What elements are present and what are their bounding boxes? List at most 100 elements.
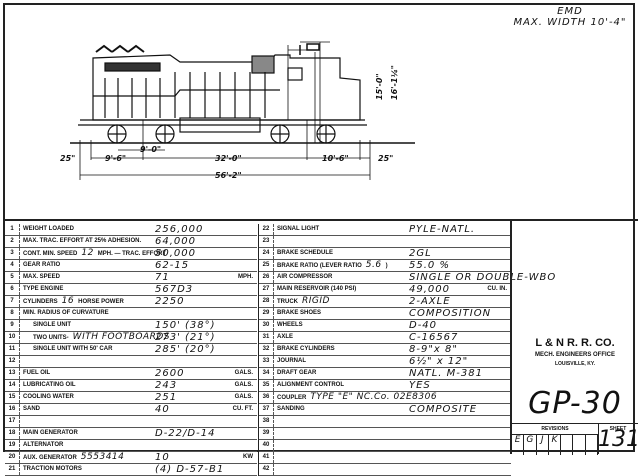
spec-unit: GALS. (234, 382, 253, 388)
row-number: 4 (5, 260, 20, 271)
row-number: 17 (5, 416, 20, 427)
row-number: 25 (259, 260, 274, 271)
spec-row: 12 (5, 356, 257, 368)
spec-unit: GALS. (234, 394, 253, 400)
spec-label-group: SINGLE UNIT WITH 50' CAR (23, 344, 112, 355)
spec-handwritten-note: TYPE "E" NC.Co. 02E8306 (310, 392, 438, 402)
spec-value: PYLE-NATL. (409, 224, 476, 235)
row-number: 22 (259, 224, 274, 235)
spec-label: SIGNAL LIGHT (277, 226, 320, 232)
spec-value: NATL. M-381 (409, 368, 483, 379)
row-number: 9 (5, 320, 20, 331)
row-number: 41 (259, 452, 274, 463)
spec-label-suffix: ) (385, 263, 388, 269)
row-number: 32 (259, 344, 274, 355)
spec-label: SINGLE UNIT WITH 50' CAR (23, 346, 113, 352)
office-name: MECH. ENGINEERS OFFICE (534, 352, 615, 358)
row-number: 34 (259, 368, 274, 379)
row-number: 40 (259, 440, 274, 451)
spec-handwritten-note: RIGID (302, 296, 330, 306)
spec-value: 64,000 (155, 236, 196, 247)
spec-label: TRUCK (277, 299, 298, 305)
spec-label-group: TYPE ENGINE (23, 284, 63, 295)
spec-label-group: DRAFT GEAR (277, 368, 316, 379)
row-number: 3 (5, 248, 20, 259)
spec-label-suffix: HORSE POWER (78, 299, 124, 305)
spec-label: MAIN GENERATOR (23, 430, 78, 436)
row-number: 13 (5, 368, 20, 379)
spec-label-group: WEIGHT LOADED (23, 224, 74, 235)
row-number: 7 (5, 296, 20, 307)
row-number: 33 (259, 356, 274, 367)
spec-label: COOLING WATER (23, 394, 74, 400)
spec-handwritten-note: 12 (81, 248, 94, 258)
spec-label: SANDING (277, 406, 305, 412)
spec-label-suffix: MPH. — TRAC. EFFORT (97, 251, 167, 257)
row-number: 38 (259, 416, 274, 427)
spec-value: 2GL (409, 248, 432, 259)
dim-truck-centers: 32'-0" (215, 154, 242, 163)
spec-label: WEIGHT LOADED (23, 226, 74, 232)
dim-overhang-left: 25" (60, 154, 75, 163)
spec-row: 23 (259, 236, 511, 248)
spec-label: ALTERNATOR (23, 442, 64, 448)
model-designation: GP-30 (528, 386, 622, 421)
spec-label: BRAKE CYLINDERS (277, 346, 335, 352)
spec-value: D-22/D-14 (155, 428, 216, 439)
spec-label: JOURNAL (277, 358, 307, 364)
locomotive-body (78, 43, 367, 133)
spec-value: SINGLE OR DOUBLE-WBO (409, 272, 557, 283)
manufacturer-note: EMD MAX. WIDTH 10'-4" (500, 6, 640, 28)
spec-label: GEAR RATIO (23, 262, 61, 268)
spec-handwritten-note: 16 (61, 296, 75, 306)
spec-label: MAX. TRAC. EFFORT AT 25% ADHESION. (23, 238, 142, 244)
spec-label-group: MAIN GENERATOR (23, 428, 78, 439)
spec-label-group: SAND (23, 404, 40, 415)
spec-row: 38 (259, 416, 511, 428)
spec-label-group: AXLE (277, 332, 293, 343)
dimension-lines (79, 41, 371, 180)
spec-label: DRAFT GEAR (277, 370, 317, 376)
spec-row: 42 (259, 464, 511, 476)
office-city: LOUISVILLE, KY. (554, 361, 595, 367)
spec-label: TWO UNITS- (23, 335, 69, 341)
spec-label-group: GEAR RATIO (23, 260, 60, 271)
spec-label: TRACTION MOTORS (23, 466, 82, 472)
spec-label: BRAKE RATIO (LEVER RATIO (277, 263, 362, 269)
spec-handwritten-note: WITH FOOTBOARDS (72, 332, 171, 342)
spec-label-group: BRAKE SHOES (277, 308, 321, 319)
dim-axle-spacing: 9'-0" (140, 145, 161, 154)
spec-unit: MPH. (238, 274, 253, 280)
sheet-label: SHEET (609, 426, 627, 432)
spec-unit: GALS. (234, 370, 253, 376)
sheet-number: 131 (598, 427, 640, 452)
row-number: 27 (259, 284, 274, 295)
spec-value: 273' (21°) (155, 332, 216, 343)
spec-unit: CU. IN. (487, 286, 507, 292)
spec-label: MAIN RESERVOIR (140 PSI) (277, 286, 357, 292)
spec-value: 50,000 (155, 248, 196, 259)
spec-label-group: SINGLE UNIT (23, 320, 71, 331)
spec-label: AIR COMPRESSOR (277, 274, 333, 280)
spec-value: 49,000 (409, 284, 450, 295)
spec-unit: CU. FT. (232, 406, 253, 412)
spec-value: COMPOSITION (409, 308, 492, 319)
